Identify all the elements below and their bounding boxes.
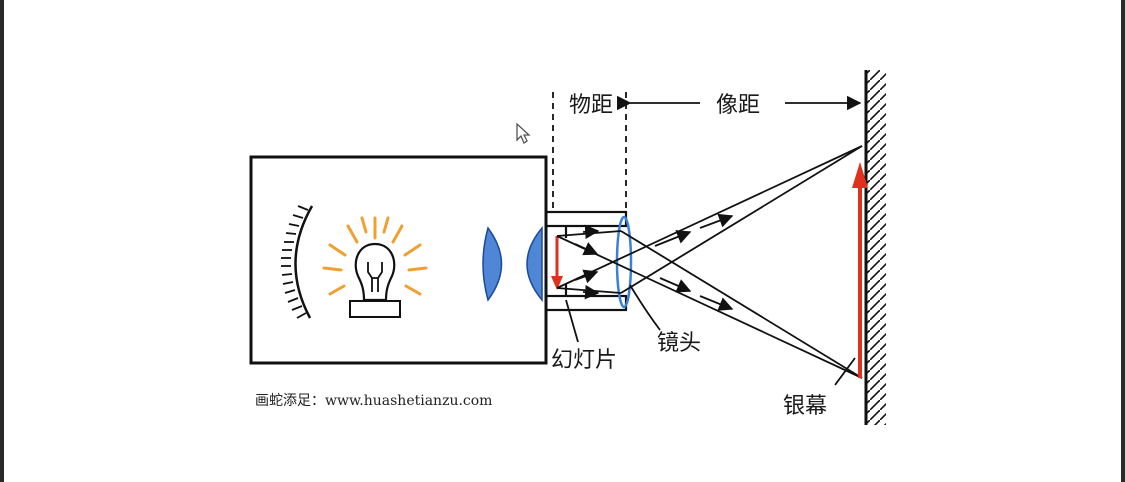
- slide-arrow: [551, 236, 563, 290]
- image-distance-label: 像距: [716, 93, 760, 118]
- lens-label: 镜头: [657, 331, 701, 356]
- light-rays: [556, 145, 863, 379]
- lamp-bulb-icon: [322, 216, 428, 318]
- projection-lens: [615, 215, 633, 309]
- cursor-icon: [516, 122, 531, 144]
- distance-guides: [552, 92, 627, 212]
- object-distance-label: 物距: [569, 93, 613, 118]
- slide-label: 幻灯片: [551, 348, 617, 373]
- screen-wall: [864, 70, 886, 425]
- projector-body: [249, 155, 548, 365]
- reflector-icon: [281, 205, 314, 319]
- label-leaders: [565, 284, 856, 386]
- credit-text: 画蛇添足：www.huashetianzu.com: [255, 393, 492, 409]
- screen-image-arrow: [852, 162, 868, 378]
- screen-label: 银幕: [783, 394, 827, 419]
- condenser-lens-icon: [482, 225, 543, 303]
